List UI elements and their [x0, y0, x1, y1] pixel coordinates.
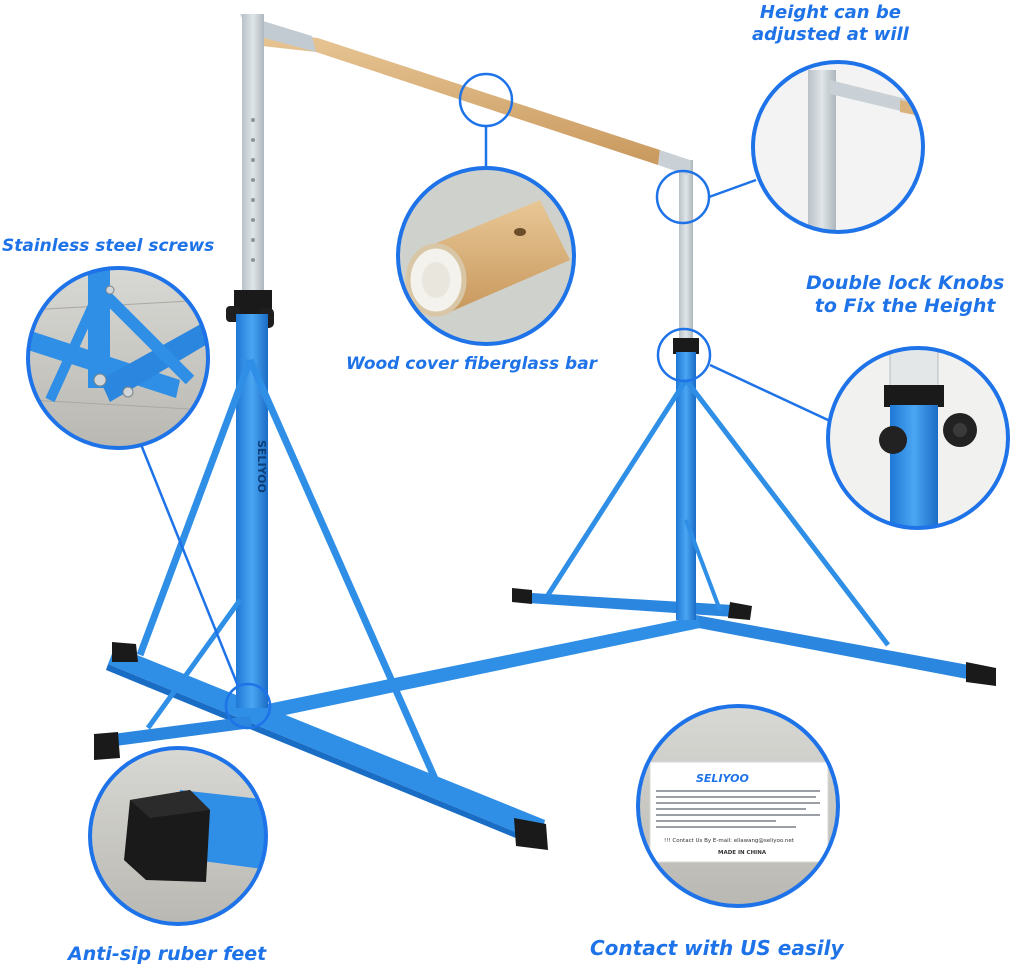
detail-bar-circle: [396, 166, 576, 346]
cross-connector-tube: [248, 616, 700, 722]
front-brace-left: [136, 358, 254, 657]
foot-front-left-top: [112, 642, 138, 662]
foot-front-right: [514, 818, 548, 850]
label-contact-us: Contact with US easily: [590, 936, 844, 960]
card-made-in: MADE IN CHINA: [718, 850, 767, 856]
front-left-stub-rail: [98, 716, 252, 748]
rear-brace-left: [545, 378, 689, 597]
foot-rear-left: [512, 588, 532, 604]
detail-knobs-circle: [826, 346, 1010, 530]
detail-feet-circle: [88, 746, 268, 926]
label-double-lock-knobs: Double lock Knobs to Fix the Height: [806, 272, 1004, 318]
detail-contact-circle: SELIYOO !!! Contact Us By E-mail: ellawa…: [636, 704, 840, 908]
pillar-brand-text: SELIYOO: [255, 440, 268, 493]
label-knobs-line1: Double lock Knobs: [806, 272, 1005, 294]
foot-rear-mid: [728, 602, 752, 620]
label-height-adjustable: Height can be adjusted at will: [752, 2, 909, 45]
foot-rear-right: [966, 662, 996, 686]
rear-upright-post: [676, 352, 696, 620]
detail-screws-circle: [26, 266, 210, 450]
label-height-line1: Height can be: [759, 2, 901, 23]
label-knobs-line2: to Fix the Height: [814, 294, 996, 317]
label-anti-slip-feet: Anti-sip ruber feet: [68, 943, 267, 965]
label-wood-cover-bar: Wood cover fiberglass bar: [346, 354, 598, 374]
foot-front-left: [94, 732, 120, 760]
front-foot-rail: [108, 646, 545, 842]
rear-right-foot-rail: [688, 614, 985, 682]
rear-collar: [673, 338, 699, 354]
detail-height-circle: [751, 60, 925, 234]
callout-markers: [138, 72, 829, 730]
label-stainless-screws: Stainless steel screws: [2, 236, 215, 256]
card-contact-line: !!! Contact Us By E-mail: ellawang@seliy…: [664, 838, 795, 844]
card-brand: SELIYOO: [696, 772, 749, 785]
label-height-line2: adjusted at will: [752, 23, 909, 45]
front-upright-top: [242, 14, 264, 294]
rear-brace-right: [684, 378, 890, 647]
rear-upright-top: [679, 160, 693, 340]
front-brace-right: [246, 358, 444, 792]
